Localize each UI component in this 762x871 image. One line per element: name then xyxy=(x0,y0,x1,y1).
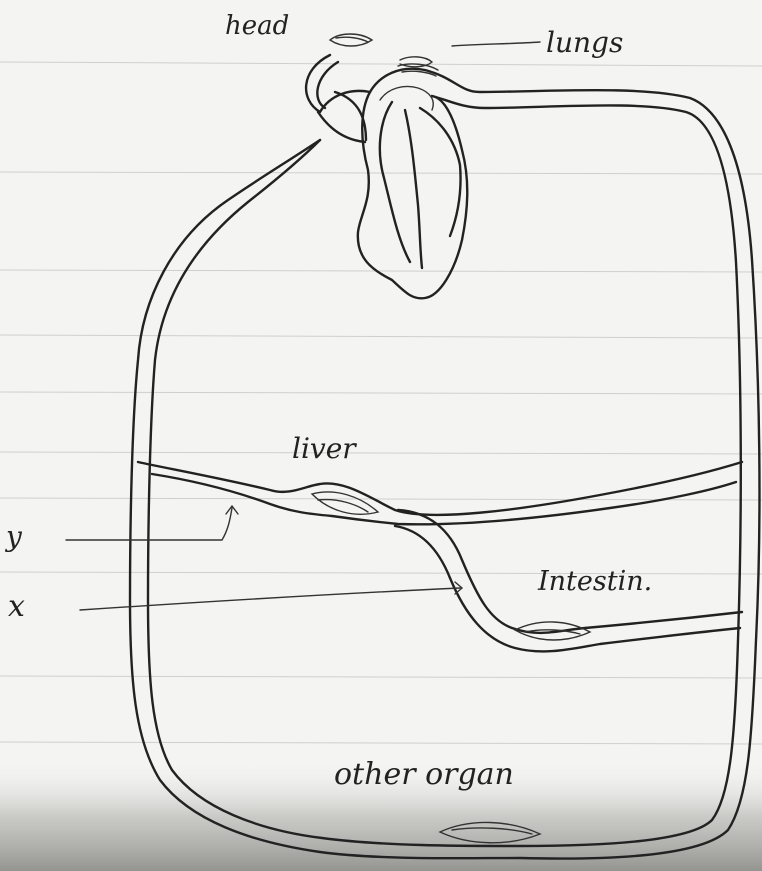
head-capillary-bed xyxy=(330,34,372,46)
label-y: y xyxy=(4,520,23,553)
label-liver: liver xyxy=(292,432,357,465)
heart xyxy=(318,87,467,299)
liver-vessel xyxy=(138,462,742,524)
label-other-organ: other organ xyxy=(334,757,514,792)
label-lungs: lungs xyxy=(546,26,623,59)
lungs-pointer xyxy=(452,42,540,46)
label-intestine: Intestin. xyxy=(537,566,652,597)
outer-vessel-loop xyxy=(130,55,759,859)
label-head: head xyxy=(225,11,289,41)
x-pointer xyxy=(80,588,460,610)
label-x: x xyxy=(8,589,25,624)
pointer-lines xyxy=(66,42,540,610)
